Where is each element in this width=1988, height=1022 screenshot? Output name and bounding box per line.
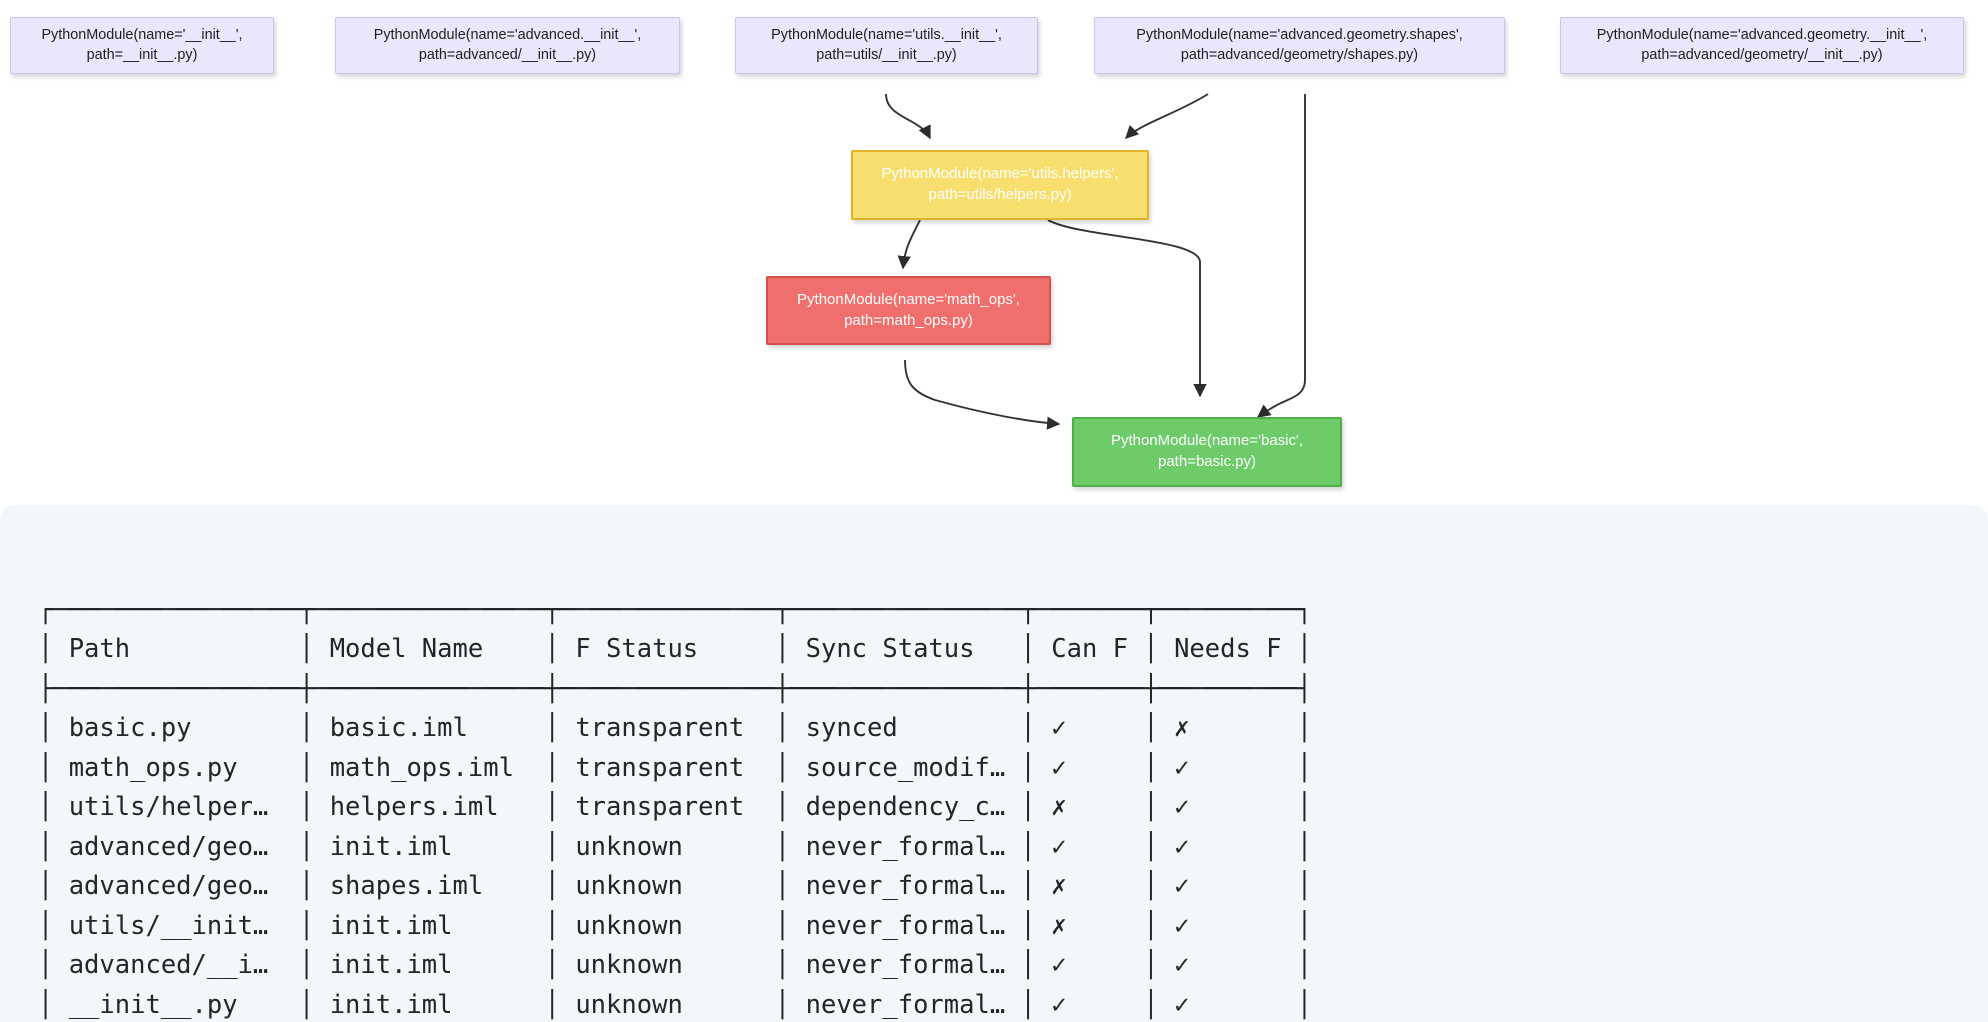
graph-node-geometry-init[interactable]: PythonModule(name='advanced.geometry.__i… xyxy=(1560,17,1964,74)
edge-shapes-helpers xyxy=(1125,93,1209,139)
edge-helpers-basic xyxy=(1047,219,1207,398)
edge-mathops-basic xyxy=(904,359,1061,430)
graph-node-geometry-shapes[interactable]: PythonModule(name='advanced.geometry.sha… xyxy=(1094,17,1505,74)
dependency-graph: PythonModule(name='__init__', path=__ini… xyxy=(0,0,1988,505)
graph-node-init-root[interactable]: PythonModule(name='__init__', path=__ini… xyxy=(10,17,274,74)
table-panel: ┌────────────────┬───────────────┬──────… xyxy=(0,505,1988,1022)
graph-node-utils-helpers[interactable]: PythonModule(name='utils.helpers', path=… xyxy=(851,150,1149,220)
edge-utilsinit-helpers xyxy=(885,93,931,140)
graph-node-basic[interactable]: PythonModule(name='basic', path=basic.py… xyxy=(1072,417,1342,487)
graph-node-math-ops[interactable]: PythonModule(name='math_ops', path=math_… xyxy=(766,276,1051,345)
status-table: ┌────────────────┬───────────────┬──────… xyxy=(38,594,1313,1020)
edge-shapes-basic xyxy=(1256,94,1306,418)
graph-node-advanced-init[interactable]: PythonModule(name='advanced.__init__', p… xyxy=(335,17,680,74)
graph-edges xyxy=(885,93,1306,430)
edge-helpers-mathops xyxy=(897,219,921,270)
graph-node-utils-init[interactable]: PythonModule(name='utils.__init__', path… xyxy=(735,17,1038,74)
